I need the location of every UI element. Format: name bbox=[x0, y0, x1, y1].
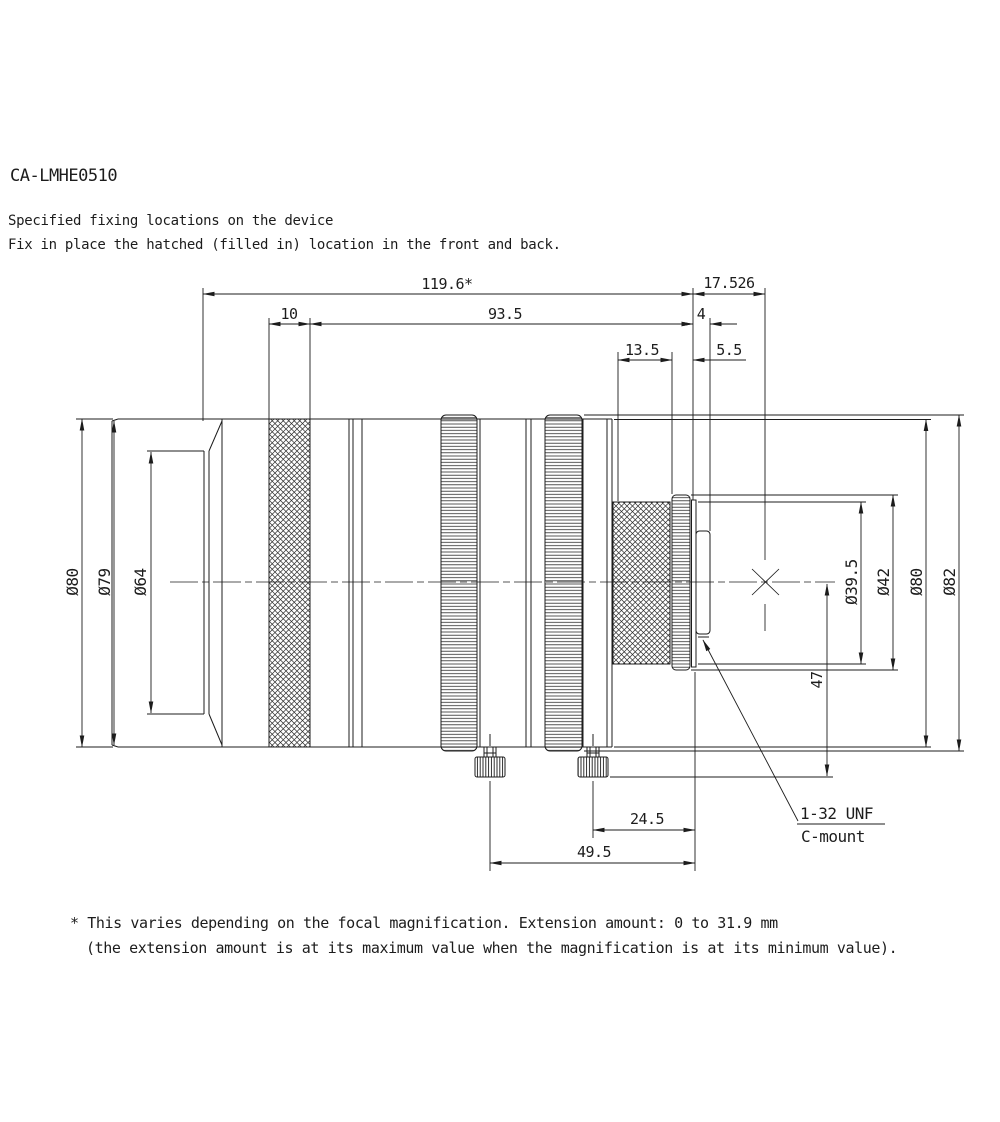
note-line-2: Fix in place the hatched (filled in) loc… bbox=[8, 237, 561, 253]
dim-text-rear-knob-to-flange: 24.5 bbox=[630, 810, 664, 828]
front-fixing-hatch bbox=[269, 419, 310, 747]
dia-text-rear-collar: Ø42 bbox=[874, 568, 893, 595]
dia-text-ring: Ø82 bbox=[940, 568, 959, 595]
rear-knurled-collar bbox=[671, 494, 691, 671]
dia-text-front-recess: Ø64 bbox=[131, 568, 150, 595]
lens-body bbox=[111, 414, 711, 778]
mount-thread-label: 1-32 UNF bbox=[800, 804, 873, 823]
model-title: CA-LMHE0510 bbox=[10, 166, 117, 186]
image-plane-mark bbox=[751, 505, 780, 631]
thumbscrew-front bbox=[474, 734, 506, 778]
knurled-ring-1 bbox=[440, 414, 478, 752]
dim-text-front-fixing-width: 10 bbox=[280, 305, 298, 323]
knurled-ring-2 bbox=[544, 414, 583, 752]
dim-text-axis-to-knob: 47 bbox=[808, 671, 826, 688]
rear-fixing-hatch bbox=[612, 501, 671, 665]
centerline-group bbox=[170, 505, 835, 631]
mount-flange-plate bbox=[691, 499, 697, 668]
dia-text-front-outer: Ø80 bbox=[63, 568, 82, 595]
barrel-outline bbox=[118, 418, 612, 748]
dim-text-mount-protrusion: 4 bbox=[697, 305, 706, 323]
dim-text-rear-collar-width: 5.5 bbox=[716, 341, 742, 359]
front-recess bbox=[147, 420, 223, 746]
note-line-1: Specified fixing locations on the device bbox=[8, 213, 333, 229]
drawing-text: CA-LMHE0510 Specified fixing locations o… bbox=[8, 166, 959, 957]
dim-text-overall-length: 119.6* bbox=[421, 275, 472, 293]
footnote-line-2: (the extension amount is at its maximum … bbox=[86, 939, 897, 957]
c-mount-leader-line bbox=[702, 639, 799, 822]
thumbscrew-rear bbox=[577, 734, 609, 778]
dim-text-front-fixing-to-flange: 93.5 bbox=[488, 305, 522, 323]
dimension-lines bbox=[76, 288, 964, 871]
dim-text-front-knob-to-flange: 49.5 bbox=[577, 843, 611, 861]
dia-text-barrel: Ø80 bbox=[907, 568, 926, 595]
c-mount-stub bbox=[695, 530, 711, 635]
mount-type-label: C-mount bbox=[801, 827, 865, 846]
section-dividers bbox=[221, 419, 613, 747]
dim-text-flange-focal: 17.526 bbox=[703, 274, 755, 292]
footnote-line-1: * This varies depending on the focal mag… bbox=[70, 914, 778, 932]
extension-lines bbox=[76, 288, 964, 871]
dia-text-rear-fixing: Ø39.5 bbox=[842, 559, 861, 605]
dia-text-front-face: Ø79 bbox=[95, 568, 114, 595]
dim-text-rear-fixing-width: 13.5 bbox=[625, 341, 659, 359]
